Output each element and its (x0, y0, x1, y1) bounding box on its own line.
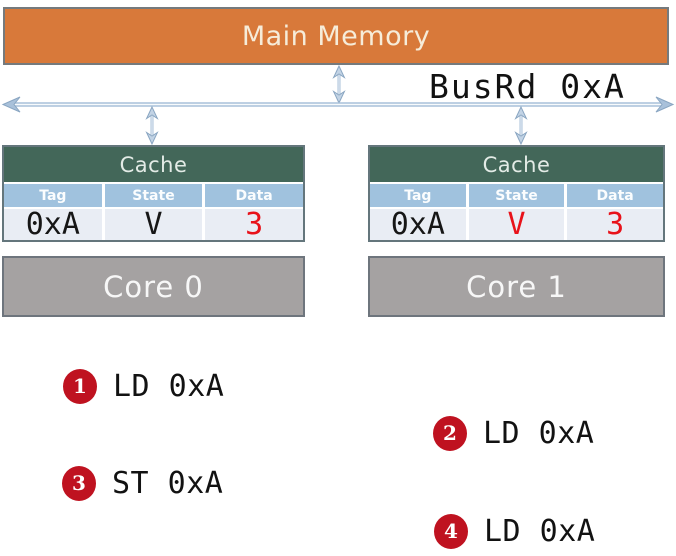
main-memory-box: Main Memory (3, 7, 669, 65)
step-1-number-badge: 1 (63, 368, 97, 404)
cache1-block: Cache Tag State Data 0xA V 3 (368, 145, 665, 242)
step-2-number-badge: 2 (433, 415, 467, 451)
cache0-table: Tag State Data 0xA V 3 (4, 182, 303, 240)
bus-cache0-arrow-icon (145, 105, 159, 146)
step-2: 2 LD 0xA (433, 415, 594, 451)
cache0-block: Cache Tag State Data 0xA V 3 (2, 145, 305, 242)
cache0-title: Cache (4, 147, 303, 182)
step-2-label: LD 0xA (483, 415, 595, 451)
cache1-table: Tag State Data 0xA V 3 (370, 182, 663, 240)
core1-box: Core 1 (368, 256, 665, 317)
step-4-number-badge: 4 (434, 513, 468, 549)
step-3-label: ST 0xA (112, 465, 224, 501)
cache1-data-value: 3 (567, 209, 663, 240)
cache1-col-data: Data (567, 184, 663, 207)
cache0-col-state: State (104, 184, 203, 207)
core0-label: Core 0 (103, 269, 204, 304)
cache1-col-tag: Tag (370, 184, 466, 207)
step-1-label: LD 0xA (113, 368, 225, 404)
cache0-col-tag: Tag (4, 184, 102, 207)
bus-transaction-label: BusRd 0xA (429, 67, 626, 106)
cache0-data-value: 3 (205, 209, 303, 240)
step-1: 1 LD 0xA (63, 368, 224, 404)
step-3: 3 ST 0xA (62, 465, 223, 501)
cache1-tag-value: 0xA (370, 209, 466, 240)
step-3-number-badge: 3 (62, 465, 96, 501)
cache0-tag-value: 0xA (4, 209, 102, 240)
core0-box: Core 0 (2, 256, 305, 317)
cache1-state-value: V (468, 209, 565, 240)
cache0-state-value: V (104, 209, 203, 240)
bus-cache1-arrow-icon (514, 105, 528, 146)
core1-label: Core 1 (466, 269, 567, 304)
memory-bus-arrow-icon (332, 64, 346, 105)
step-4-label: LD 0xA (484, 513, 596, 549)
cache0-col-data: Data (205, 184, 303, 207)
cache1-title: Cache (370, 147, 663, 182)
main-memory-label: Main Memory (241, 20, 431, 52)
cache1-col-state: State (468, 184, 565, 207)
step-4: 4 LD 0xA (434, 513, 595, 549)
